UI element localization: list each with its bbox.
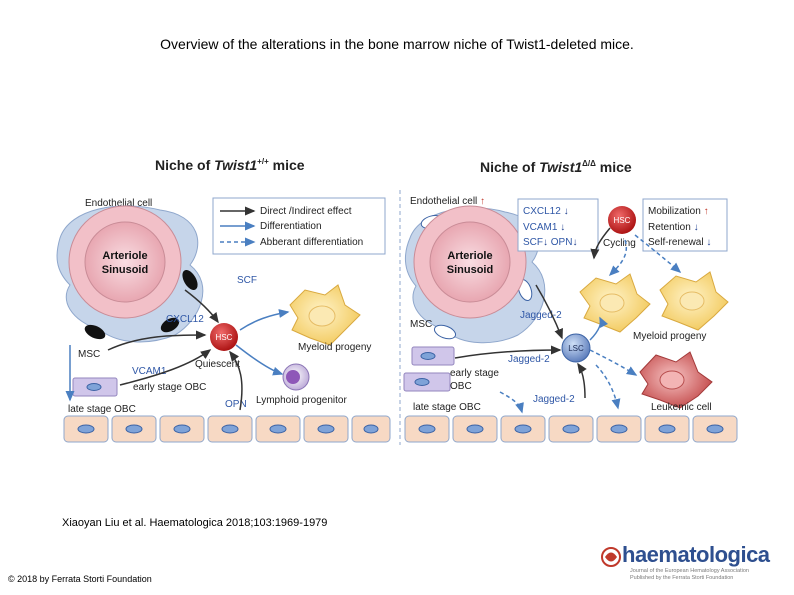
legend-item: Differentiation bbox=[260, 221, 322, 232]
left-myeloid-label: Myeloid progeny bbox=[298, 342, 371, 353]
haematologica-logo: haematologica Journal of the European He… bbox=[600, 542, 784, 582]
left-endothelial-nucleus bbox=[160, 317, 180, 333]
right-jagged2-label: Jagged-2 bbox=[508, 354, 550, 365]
left-quiescent-label: Quiescent bbox=[195, 359, 240, 370]
logo-subtitle: Published by the Ferrata Storti Foundati… bbox=[630, 575, 734, 581]
legend-item: Abberant differentiation bbox=[260, 237, 363, 248]
right-arrow bbox=[454, 345, 562, 359]
right-arrow bbox=[608, 239, 627, 277]
right-myeloid-label: Myeloid progeny bbox=[633, 331, 706, 342]
right-arrow bbox=[595, 364, 621, 410]
right-arrow bbox=[499, 391, 524, 414]
left-lymphoid-nucleus bbox=[286, 370, 300, 384]
left-vcam1-label: VCAM1 bbox=[132, 366, 167, 377]
left-late-obc-label: late stage OBC bbox=[68, 404, 136, 415]
right-jagged2-label: Jagged-2 bbox=[533, 394, 575, 405]
left-vessel-label-2: Sinusoid bbox=[102, 264, 148, 276]
right-arrow bbox=[634, 234, 682, 273]
right-early-obc-nucleus bbox=[420, 352, 436, 360]
right-arrow bbox=[589, 316, 609, 341]
left-early-obc-label: early stage OBC bbox=[133, 382, 206, 393]
right-vessel-label-2: Sinusoid bbox=[447, 264, 493, 276]
right-vessel bbox=[413, 205, 527, 319]
right-early-obc-label: early stage bbox=[450, 368, 499, 379]
left-endothelial-label: Endothelial cell bbox=[85, 198, 152, 209]
right-vessel-lumen bbox=[429, 221, 511, 303]
citation: Xiaoyan Liu et al. Haematologica 2018;10… bbox=[62, 517, 328, 529]
left-vessel-lumen bbox=[84, 221, 166, 303]
left-bone-lining bbox=[63, 415, 391, 443]
right-panel: Niche of Twist1Δ/Δ mice Endothelial cell… bbox=[403, 159, 738, 443]
right-early-obc-label: OBC bbox=[450, 381, 472, 392]
left-early-obc-nucleus bbox=[86, 383, 102, 391]
right-arrow bbox=[589, 349, 638, 376]
left-scf-label: SCF bbox=[237, 275, 257, 286]
slide-title: Overview of the alterations in the bone … bbox=[160, 36, 634, 52]
left-arrow bbox=[184, 289, 219, 324]
logo-subtitle: Journal of the European Hematology Assoc… bbox=[630, 568, 749, 574]
left-arrow bbox=[107, 330, 207, 351]
left-hsc-cell bbox=[210, 323, 238, 351]
left-myeloid-nucleus bbox=[308, 305, 336, 327]
right-leukemic-nucleus bbox=[659, 370, 685, 390]
left-lymphoid-label: Lymphoid progenitor bbox=[256, 395, 347, 406]
left-heading: Niche of Twist1+/+ mice bbox=[155, 157, 305, 173]
right-msc-label: MSC bbox=[410, 319, 432, 330]
left-arrow bbox=[229, 350, 243, 411]
left-vessel-label-1: Arteriole bbox=[102, 250, 147, 262]
left-msc-label: MSC bbox=[78, 349, 100, 360]
left-arrow bbox=[239, 309, 290, 331]
right-jagged2-label: Jagged-2 bbox=[520, 310, 562, 321]
right-lsc-label: LSC bbox=[568, 344, 584, 353]
right-early-obc-nucleus bbox=[414, 378, 430, 386]
right-bone-lining bbox=[404, 415, 738, 443]
right-arrow bbox=[590, 227, 611, 260]
left-panel: Niche of Twist1+/+ mice Endothelial cell… bbox=[56, 157, 391, 443]
right-endothelial-label: Endothelial cell ↑ bbox=[410, 196, 485, 207]
right-scf-label: SCF↓ OPN↓ bbox=[523, 237, 577, 248]
right-cycling-label: Cycling bbox=[603, 238, 636, 249]
logo-mark-icon bbox=[601, 547, 621, 567]
right-lsc-cell bbox=[561, 333, 591, 363]
right-arrow bbox=[577, 362, 587, 399]
right-vessel-label-1: Arteriole bbox=[447, 250, 492, 262]
copyright: © 2018 by Ferrata Storti Foundation bbox=[8, 574, 152, 584]
right-leukemic-label: Leukemic cell bbox=[651, 402, 712, 413]
right-cxcl12-label: CXCL12 ↓ bbox=[523, 206, 569, 217]
left-vessel bbox=[68, 205, 182, 319]
left-hsc-label: HSC bbox=[216, 333, 233, 342]
legend-item: Direct /Indirect effect bbox=[260, 206, 352, 217]
left-arrow bbox=[235, 344, 284, 376]
right-vcam1-label: VCAM1 ↓ bbox=[523, 222, 565, 233]
right-arrow bbox=[535, 284, 563, 340]
right-endothelial-nucleus bbox=[433, 324, 457, 340]
right-hsc-label: HSC bbox=[614, 216, 631, 225]
right-late-obc-label: late stage OBC bbox=[413, 402, 481, 413]
right-hsc-cell bbox=[608, 206, 636, 234]
left-cxcl12-label: CXCL12 bbox=[166, 314, 204, 325]
right-mobilization-label: Mobilization ↑ bbox=[648, 206, 709, 217]
left-endothelial-nucleus bbox=[182, 270, 198, 290]
right-myeloid-nucleus bbox=[599, 293, 625, 313]
right-effect-box bbox=[642, 198, 728, 252]
right-self-renewal-label: Self-renewal ↓ bbox=[648, 237, 711, 248]
right-retention-label: Retention ↓ bbox=[648, 222, 699, 233]
right-myeloid-nucleus bbox=[679, 291, 705, 311]
left-arrow bbox=[119, 349, 212, 386]
right-heading: Niche of Twist1Δ/Δ mice bbox=[480, 159, 632, 175]
logo-wordmark: haematologica bbox=[622, 542, 770, 567]
left-opn-label: OPN bbox=[225, 399, 247, 410]
left-endothelial-nucleus bbox=[84, 324, 106, 340]
right-signal-box bbox=[517, 198, 599, 252]
